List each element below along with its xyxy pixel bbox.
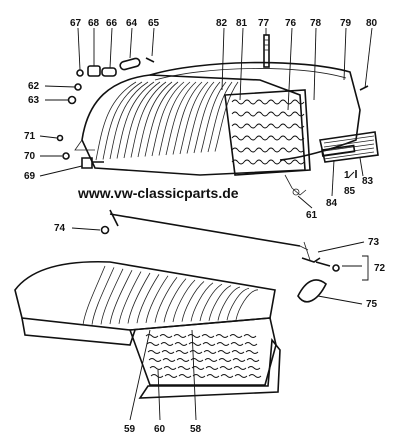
seat-rod-assembly	[100, 209, 340, 303]
label-82: 82	[216, 18, 228, 29]
label-83: 83	[362, 176, 374, 187]
screw-74-icon	[100, 225, 110, 235]
seat-pleats	[82, 265, 259, 326]
label-72: 72	[374, 263, 386, 274]
label-66: 66	[106, 18, 118, 29]
label-73: 73	[368, 237, 380, 248]
label-80: 80	[366, 18, 378, 29]
label-76: 76	[285, 18, 297, 29]
label-74: 74	[54, 223, 66, 234]
nut-67-icon	[76, 69, 84, 77]
label-64: 64	[126, 18, 138, 29]
label-69: 69	[24, 171, 36, 182]
screw-80-icon	[359, 85, 369, 91]
label-1: 1	[344, 170, 350, 181]
seat-springs	[145, 334, 262, 378]
clip-64-icon	[119, 57, 141, 71]
label-81: 81	[236, 18, 248, 29]
label-59: 59	[124, 424, 136, 435]
label-68: 68	[88, 18, 100, 29]
backrest-pleats	[95, 81, 239, 161]
watermark-url: www.vw-classicparts.de	[77, 185, 239, 201]
clip-73-icon	[301, 257, 321, 263]
label-70: 70	[24, 151, 36, 162]
screw-65-icon	[145, 57, 155, 63]
label-85: 85	[344, 186, 356, 197]
bolt-72-icon	[315, 261, 331, 267]
label-61: 61	[306, 210, 318, 221]
label-67: 67	[70, 18, 82, 29]
part-number-labels: 67 68 66 64 65 62 63 71 70 69 82 81 77 7…	[24, 18, 386, 435]
nut-63-icon	[67, 95, 77, 105]
loop-75-icon	[297, 279, 328, 303]
clip-68-icon	[87, 65, 101, 77]
label-77: 77	[258, 18, 270, 29]
washer-71-icon	[56, 134, 64, 142]
nut-70-icon	[62, 152, 70, 160]
bracket-66-icon	[101, 67, 117, 77]
leader-lines	[39, 27, 373, 421]
seat-cushion-assembly	[14, 260, 281, 399]
label-84: 84	[326, 198, 338, 209]
label-60: 60	[154, 424, 166, 435]
label-75: 75	[366, 299, 378, 310]
washer-62-icon	[74, 83, 82, 91]
label-58: 58	[190, 424, 202, 435]
backrest-springs	[231, 99, 305, 165]
label-62: 62	[28, 81, 40, 92]
label-78: 78	[310, 18, 322, 29]
hardware-parts	[56, 57, 369, 178]
bolt-69-icon	[81, 157, 104, 169]
vent-grille	[323, 135, 375, 160]
label-65: 65	[148, 18, 160, 29]
label-79: 79	[340, 18, 352, 29]
backrest-assembly	[74, 34, 379, 196]
label-63: 63	[28, 95, 40, 106]
bracket-72	[362, 255, 369, 281]
label-71: 71	[24, 131, 36, 142]
